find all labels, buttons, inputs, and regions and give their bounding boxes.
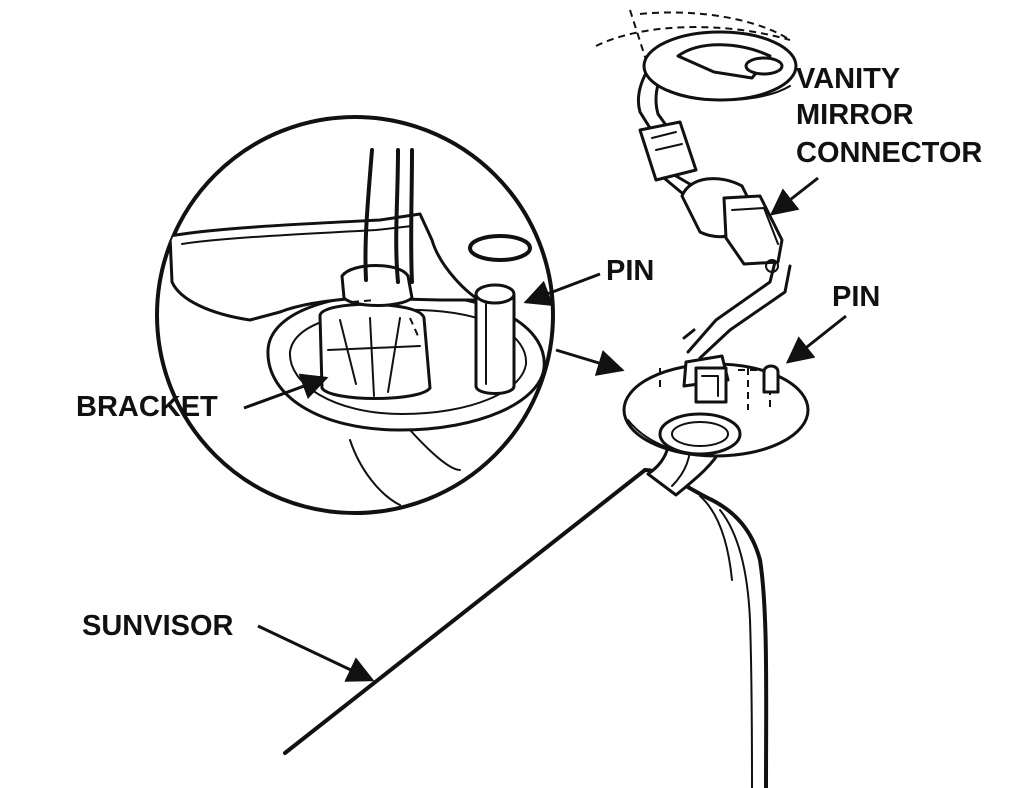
detail-view — [155, 115, 555, 515]
label-pin-detail: PIN — [606, 255, 654, 287]
roof-mount — [595, 9, 798, 102]
mounting-base — [622, 354, 810, 458]
label-sunvisor: SUNVISOR — [82, 610, 234, 642]
label-bracket-group: BRACKET — [76, 373, 329, 423]
leader-pin-main — [785, 314, 847, 364]
detail-reference-arrow — [555, 348, 625, 376]
leader-sunvisor — [257, 624, 375, 682]
label-vanity-line-1: VANITY — [796, 63, 900, 95]
label-vanity-mirror-connector: VANITY MIRROR CONNECTOR — [769, 63, 982, 216]
leader-pin-detail — [523, 272, 601, 307]
label-sunvisor-group: SUNVISOR — [82, 610, 375, 682]
leader-vanity-mirror-connector — [769, 176, 819, 216]
vanity-mirror-connector — [638, 120, 784, 273]
label-pin-main: PIN — [832, 281, 880, 313]
label-pin-detail-group: PIN — [523, 255, 654, 307]
label-bracket: BRACKET — [76, 391, 218, 423]
label-pin-main-group: PIN — [785, 281, 880, 364]
sunvisor-body — [283, 468, 769, 788]
label-vanity-line-2: MIRROR — [796, 99, 914, 131]
label-vanity-line-3: CONNECTOR — [796, 137, 982, 169]
leader-bracket — [243, 373, 329, 410]
